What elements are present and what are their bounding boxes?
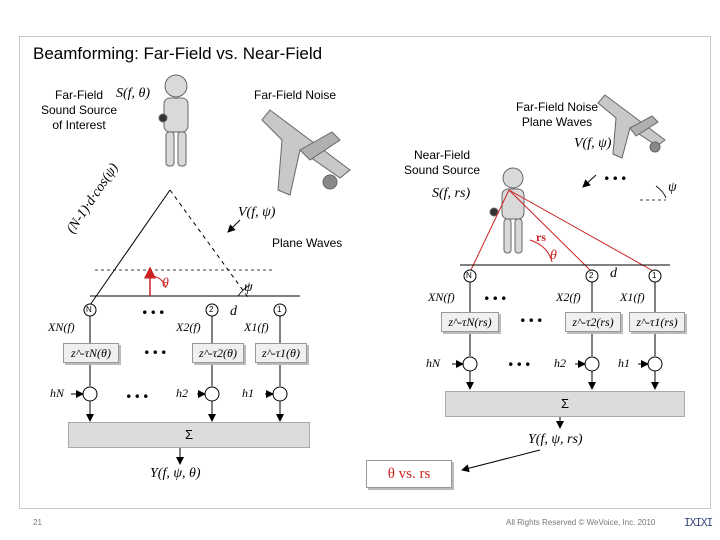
left-dots-mics: ... — [142, 294, 168, 319]
left-dots-weights: ... — [126, 378, 152, 403]
right-delay-n: z^-τN(rs) — [441, 312, 499, 332]
person-left-icon — [158, 74, 189, 167]
right-signal-1: X1(f) — [620, 290, 645, 304]
right-rs-label: rs — [536, 230, 546, 244]
right-spacing-label: d — [610, 266, 617, 281]
right-source-label: Near-Field Sound Source — [403, 148, 481, 177]
right-delay-2: z^-τ2(rs) — [565, 312, 621, 332]
right-dots-signals: ... — [484, 280, 510, 305]
right-mic-2-label: 2 — [589, 271, 594, 280]
right-noise-label: Far-Field Noise Plane Waves — [515, 100, 599, 129]
right-weight-2: h2 — [554, 356, 566, 370]
right-dots-delays: ... — [520, 302, 546, 327]
right-dots-wave: ... — [604, 160, 630, 185]
left-source-symbol: S(f, θ) — [116, 86, 151, 101]
copyright: All Rights Reserved © WeVoice, Inc. 2010 — [506, 518, 656, 527]
left-noise-label: Far-Field Noise — [254, 88, 337, 102]
slide-title: Beamforming: Far-Field vs. Near-Field — [33, 44, 323, 63]
left-weight-2: h2 — [176, 386, 188, 400]
right-source-symbol: S(f, rs) — [432, 186, 471, 201]
left-signal-2: X2(f) — [176, 320, 201, 334]
right-weight-1: h1 — [618, 356, 630, 370]
jet-left-icon — [261, 109, 351, 196]
left-signal-1: X1(f) — [244, 320, 269, 334]
right-signal-2: X2(f) — [556, 290, 581, 304]
left-weight-1: h1 — [242, 386, 254, 400]
left-plane-waves-label: Plane Waves — [272, 236, 343, 250]
left-delay-n: z^-τN(θ) — [63, 343, 119, 363]
right-dots-weights: ... — [508, 346, 534, 371]
right-noise-symbol: V(f, ψ) — [574, 136, 612, 151]
left-weight-n: hN — [50, 386, 65, 400]
left-source-label: Far-Field Sound Source of Interest — [40, 88, 118, 132]
left-mic-2-label: 2 — [209, 305, 214, 314]
left-psi-label: ψ — [244, 280, 253, 295]
left-sum-block: Σ — [68, 422, 310, 448]
right-sum-block: Σ — [445, 391, 685, 417]
jet-right-icon — [597, 94, 666, 159]
right-psi-label: ψ — [668, 180, 677, 195]
right-theta-label: θ — [550, 248, 557, 263]
right-output: Y(f, ψ, rs) — [528, 432, 583, 447]
person-right-icon — [489, 167, 525, 254]
page-number: 21 — [33, 518, 42, 527]
left-delay-2: z^-τ2(θ) — [192, 343, 244, 363]
left-signal-n: XN(f) — [48, 320, 75, 334]
left-theta-label: θ — [162, 276, 169, 291]
left-delay-1: z^-τ1(θ) — [255, 343, 307, 363]
right-signal-n: XN(f) — [428, 290, 455, 304]
left-output: Y(f, ψ, θ) — [150, 466, 201, 481]
left-mic-n-label: N — [86, 305, 92, 314]
comparison-box: θ vs. rs — [366, 460, 452, 488]
right-mic-1-label: 1 — [652, 271, 657, 280]
company-logo: IXIXI — [684, 516, 713, 529]
left-spacing-label: d — [230, 304, 237, 319]
left-dots-delays: ... — [144, 334, 170, 359]
right-delay-1: z^-τ1(rs) — [629, 312, 685, 332]
left-noise-symbol: V(f, ψ) — [238, 205, 276, 220]
right-mic-n-label: N — [466, 271, 472, 280]
left-mic-1-label: 1 — [277, 305, 282, 314]
right-weight-n: hN — [426, 356, 441, 370]
